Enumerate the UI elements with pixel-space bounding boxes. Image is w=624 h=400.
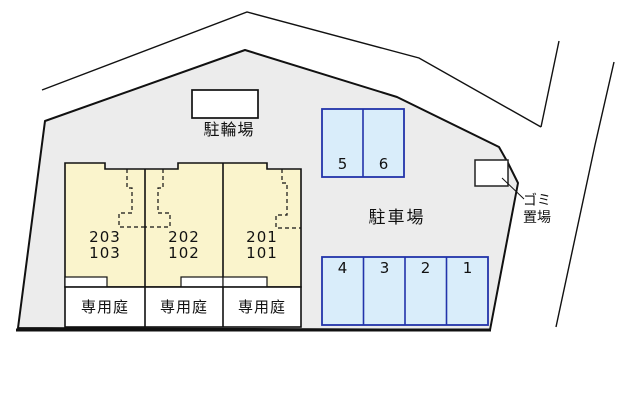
unit-upper-room: 201: [246, 228, 278, 246]
garden-label-2: 専用庭: [159, 298, 208, 316]
entrance-dashed-path-unit203: [118, 169, 145, 228]
road-edge-line-upper: [41, 11, 542, 128]
garden-label-1: 専用庭: [80, 298, 129, 316]
garbage-leader-line: [501, 177, 525, 200]
unit-upper-room: 203: [89, 228, 121, 246]
parking-space-2: 2: [420, 259, 431, 277]
garbage-area-label: ゴミ置場: [517, 193, 557, 227]
unit-upper-room: 202: [168, 228, 200, 246]
bicycle-parking-label: 駐輪場: [203, 120, 255, 139]
unit-lower-room: 103: [89, 244, 121, 262]
entrance-dashed-path-unit201: [275, 169, 301, 229]
garbage-box: [474, 159, 509, 187]
parking-lot-label: 駐車場: [368, 208, 426, 228]
unit-lower-room: 101: [246, 244, 278, 262]
bicycle-parking-rect: [191, 89, 259, 119]
parking-space-6: 6: [378, 155, 389, 173]
terrace-notch-unit201: [222, 276, 268, 288]
parking-space-5: 5: [337, 155, 348, 173]
road-edge-line-right: [555, 61, 615, 328]
garden-row: [64, 286, 302, 328]
parking-space-1: 1: [462, 259, 473, 277]
unit-lower-room: 102: [168, 244, 200, 262]
garden-label-3: 専用庭: [237, 298, 286, 316]
parking-space-4: 4: [337, 259, 348, 277]
building-outline: [64, 162, 302, 288]
terrace-notch-unit202: [180, 276, 224, 288]
entrance-dashed-path-unit202: [145, 169, 171, 228]
parking-space-3: 3: [379, 259, 390, 277]
garbage-area-label-line1: ゴミ: [523, 193, 551, 209]
road-edge-line-corner: [540, 40, 560, 128]
garbage-area-label-line2: 置場: [523, 210, 551, 226]
terrace-notch-unit203: [64, 276, 108, 288]
